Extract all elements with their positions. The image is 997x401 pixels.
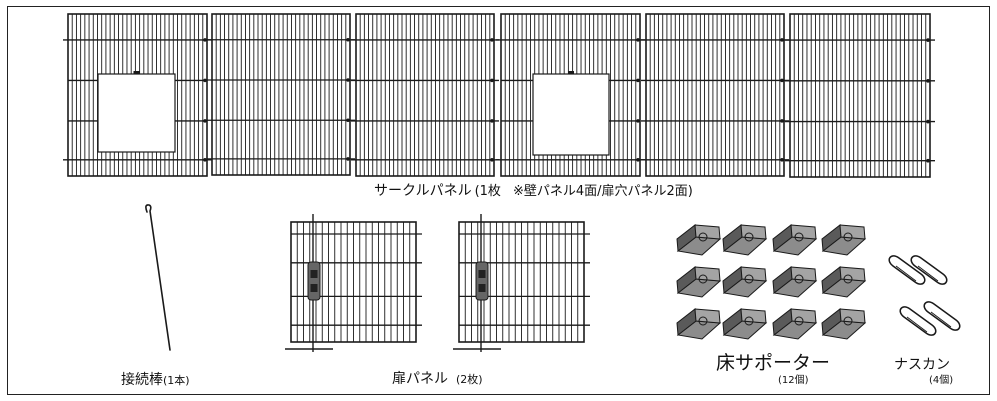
diagram-frame — [7, 6, 990, 395]
floor-supporter-10 — [722, 308, 768, 340]
door-panel-label-count: (2枚) — [456, 373, 483, 386]
circle-panel-5 — [641, 13, 789, 177]
floor-supporter-4 — [821, 224, 867, 256]
carabiner-4 — [923, 301, 961, 331]
door-panel-2 — [453, 214, 590, 352]
floor-supporter-9 — [676, 308, 722, 340]
connector-rod-label-main: 接続棒 — [121, 372, 163, 388]
circle-panel-label-main: サークルパネル — [374, 183, 472, 199]
circle-panel-6 — [785, 13, 935, 178]
floor-supporter-1 — [676, 224, 722, 256]
floor-supporter-8 — [821, 266, 867, 298]
circle-panel-label: サークルパネル(1枚 ※壁パネル4面/扉穴パネル2面) — [374, 180, 693, 200]
carabiner-label: ナスカン — [894, 354, 950, 374]
connector-rod-label: 接続棒(1本) — [121, 369, 190, 389]
floor-supporter-label: 床サポーター — [716, 348, 830, 375]
floor-supporter-7 — [772, 266, 818, 298]
circle-panel-2 — [207, 13, 355, 176]
circle-panel-3 — [351, 13, 499, 177]
carabiner-label-main: ナスカン — [894, 357, 950, 373]
carabiner-1 — [888, 255, 926, 285]
floor-supporter-label-main: 床サポーター — [716, 352, 831, 374]
floor-supporter-6 — [722, 266, 768, 298]
door-panel-1 — [285, 214, 422, 352]
connector-rod — [145, 204, 171, 351]
carabiner-2 — [910, 255, 948, 285]
floor-supporter-count: (12個) — [778, 375, 809, 386]
circle-panel-label-count: (1枚 — [474, 184, 501, 199]
circle-panel-4 — [496, 13, 645, 177]
connector-rod-label-count: (1本) — [163, 374, 190, 387]
door-panel-label-main: 扉パネル — [392, 371, 448, 387]
carabiner-count: (4個) — [929, 375, 954, 386]
circle-panel-1 — [63, 13, 212, 177]
door-panel-label: 扉パネル (2枚) — [392, 368, 483, 388]
floor-supporter-5 — [676, 266, 722, 298]
floor-supporter-12 — [821, 308, 867, 340]
carabiner-3 — [899, 306, 937, 336]
floor-supporter-2 — [722, 224, 768, 256]
floor-supporter-11 — [772, 308, 818, 340]
floor-supporter-3 — [772, 224, 818, 256]
circle-panel-label-note: ※壁パネル4面/扉穴パネル2面) — [512, 184, 693, 199]
